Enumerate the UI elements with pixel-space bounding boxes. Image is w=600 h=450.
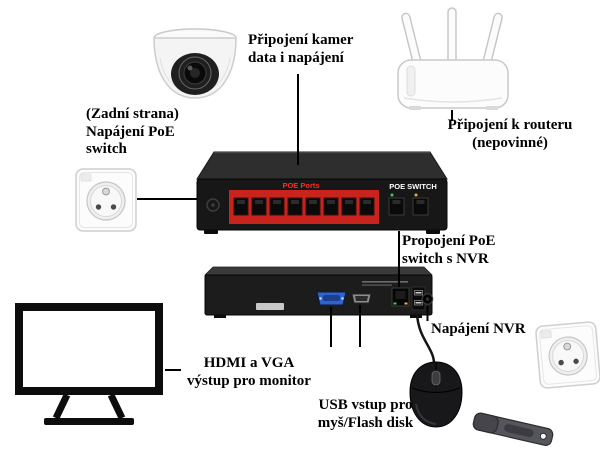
power-outlet-left bbox=[75, 168, 137, 232]
poe-switch: POE Ports POE SWITCH bbox=[196, 151, 448, 234]
router-antennas bbox=[401, 7, 503, 67]
poe-switch-name-label: POE SWITCH bbox=[389, 182, 437, 191]
label-camera-connection: Připojení kamer data i napájení bbox=[248, 32, 354, 66]
usb-flash-drive bbox=[472, 412, 554, 446]
nvr-recorder bbox=[204, 266, 434, 318]
monitor bbox=[15, 303, 163, 425]
wifi-router bbox=[397, 7, 509, 110]
label-router-connection: Připojení k routeru (nepovinné) bbox=[447, 117, 573, 151]
mouse-scroll-wheel bbox=[431, 370, 441, 386]
label-poe-switch-power: (Zadní strana) Napájení PoE switch bbox=[86, 106, 179, 158]
nvr-sticker bbox=[256, 303, 284, 310]
ethernet-port bbox=[391, 287, 410, 307]
dome-camera bbox=[153, 28, 237, 99]
vga-port bbox=[316, 291, 347, 306]
uplink-port-row bbox=[388, 193, 429, 216]
mouse bbox=[409, 313, 463, 428]
poe-ports-label: POE Ports bbox=[282, 181, 319, 190]
power-jack bbox=[421, 293, 434, 305]
label-nvr-power: Napájení NVR bbox=[431, 321, 526, 337]
connector-lines bbox=[137, 74, 453, 371]
hdmi-port bbox=[351, 293, 372, 304]
label-usb-input: USB vstup pro myš/Flash disk bbox=[317, 397, 414, 431]
poe-port-row bbox=[233, 197, 375, 216]
label-monitor-output: HDMI a VGA výstup pro monitor bbox=[187, 355, 311, 389]
power-outlet-right bbox=[534, 320, 600, 390]
label-switch-to-nvr: Propojení PoE switch s NVR bbox=[402, 233, 496, 267]
usb-ports bbox=[411, 286, 426, 311]
